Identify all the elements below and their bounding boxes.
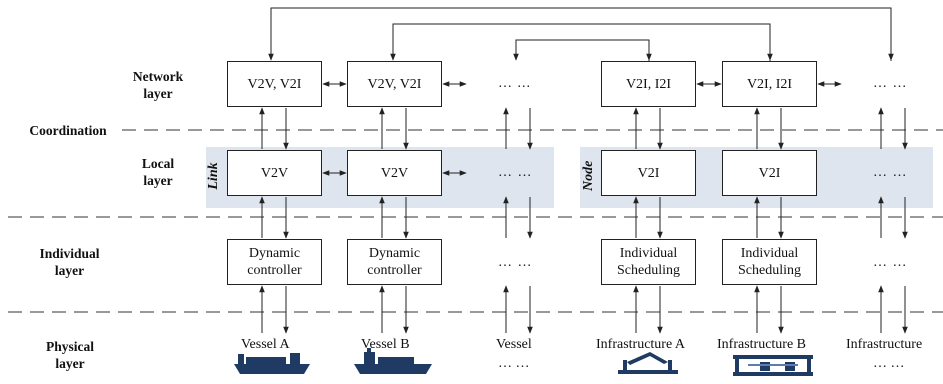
vessel-a-icon bbox=[234, 353, 310, 374]
individual-box-infra-b: Individual Scheduling bbox=[722, 239, 817, 285]
local-box-vessel-a: V2V bbox=[227, 150, 322, 196]
vessel-a-label: Vessel A bbox=[241, 337, 290, 352]
infrastructure-more-label: … … bbox=[873, 356, 905, 371]
top-bus-lines bbox=[268, 7, 892, 61]
top-bus-drops bbox=[646, 8, 894, 61]
infrastructure-a-icon bbox=[618, 352, 678, 374]
infrastructure-label: Infrastructure bbox=[846, 337, 923, 352]
network-box-infra-b: V2I, I2I bbox=[722, 61, 817, 107]
vessel-b-label: Vessel B bbox=[361, 337, 410, 352]
individual-box-vessel-b: Dynamic controller bbox=[347, 239, 442, 285]
infrastructure-b-label: Infrastructure B bbox=[717, 337, 807, 352]
horizontal-arrows bbox=[322, 81, 842, 176]
network-box-vessel-b: V2V, V2I bbox=[347, 61, 442, 107]
network-box-vessel-a: V2V, V2I bbox=[227, 61, 322, 107]
infrastructure-b-icon bbox=[733, 355, 813, 376]
network-layer-label: Network layer bbox=[132, 69, 184, 101]
individual-ellipsis-vessel: … … bbox=[498, 255, 533, 270]
infrastructure-a-label: Infrastructure A bbox=[596, 337, 686, 352]
vessel-more-label: … … bbox=[498, 356, 530, 371]
physical-layer-label: Physical layer bbox=[45, 339, 94, 371]
local-box-infra-a: V2I bbox=[601, 150, 696, 196]
vessel-label: Vessel bbox=[496, 337, 532, 352]
local-ellipsis-infra: … … bbox=[873, 165, 908, 180]
network-box-infra-a: V2I, I2I bbox=[601, 61, 696, 107]
individual-layer-label: Individual layer bbox=[39, 246, 100, 278]
individual-ellipsis-infra: … … bbox=[873, 255, 908, 270]
individual-box-infra-a: Individual Scheduling bbox=[601, 239, 696, 285]
vessel-b-icon bbox=[354, 348, 432, 374]
network-ellipsis-vessel: … ... bbox=[498, 76, 531, 91]
coordination-label: Coordination bbox=[29, 123, 107, 138]
local-box-infra-b: V2I bbox=[722, 150, 817, 196]
local-box-vessel-b: V2V bbox=[347, 150, 442, 196]
local-ellipsis-vessel: … … bbox=[498, 165, 533, 180]
vertical-arrows bbox=[259, 107, 908, 334]
local-layer-label: Local layer bbox=[141, 156, 175, 188]
network-ellipsis-infra: … … bbox=[873, 76, 908, 91]
dashed-separators bbox=[8, 129, 943, 313]
individual-box-vessel-a: Dynamic controller bbox=[227, 239, 322, 285]
